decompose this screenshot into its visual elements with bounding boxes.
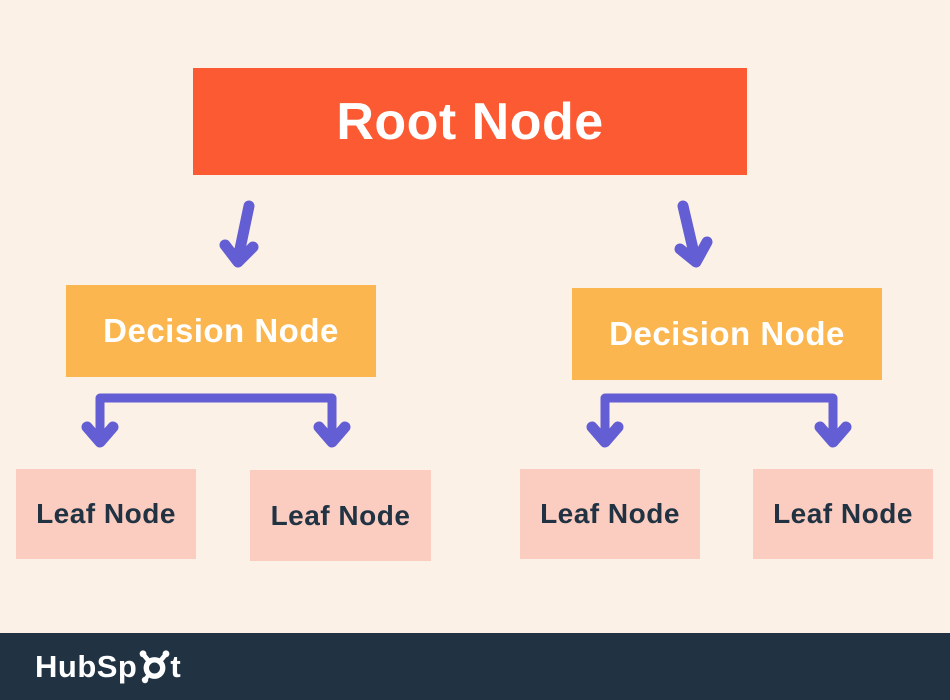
- arrow-decision-right-to-leaves: [586, 393, 852, 448]
- leaf-node-4-box: Leaf Node: [753, 469, 933, 559]
- leaf-node-3-box: Leaf Node: [520, 469, 700, 559]
- leaf-node-2-box: Leaf Node: [250, 470, 431, 561]
- hubspot-logo-text-suffix: t: [170, 649, 182, 684]
- arrow-root-to-decision-right: [674, 200, 713, 268]
- decision-node-right-label: Decision Node: [609, 315, 845, 352]
- footer-bar: HubSp t: [0, 633, 950, 700]
- leaf-node-1-label: Leaf Node: [36, 498, 176, 529]
- leaf-node-4-label: Leaf Node: [773, 498, 913, 529]
- decision-node-left-label: Decision Node: [103, 312, 339, 349]
- leaf-node-2-label: Leaf Node: [270, 499, 411, 531]
- decision-node-right-box: Decision Node: [572, 288, 882, 380]
- hubspot-logo: HubSp t: [35, 648, 181, 685]
- arrow-root-to-decision-left: [219, 200, 259, 268]
- leaf-node-3-label: Leaf Node: [540, 498, 680, 529]
- leaf-node-1-box: Leaf Node: [16, 469, 196, 559]
- decision-node-left-box: Decision Node: [66, 285, 376, 377]
- root-node-box: Root Node: [193, 68, 747, 175]
- root-node-label: Root Node: [336, 92, 604, 151]
- hubspot-logo-text-prefix: HubSp: [35, 649, 138, 684]
- hubspot-sprocket-icon: [139, 650, 170, 684]
- arrow-decision-left-to-leaves: [81, 393, 351, 448]
